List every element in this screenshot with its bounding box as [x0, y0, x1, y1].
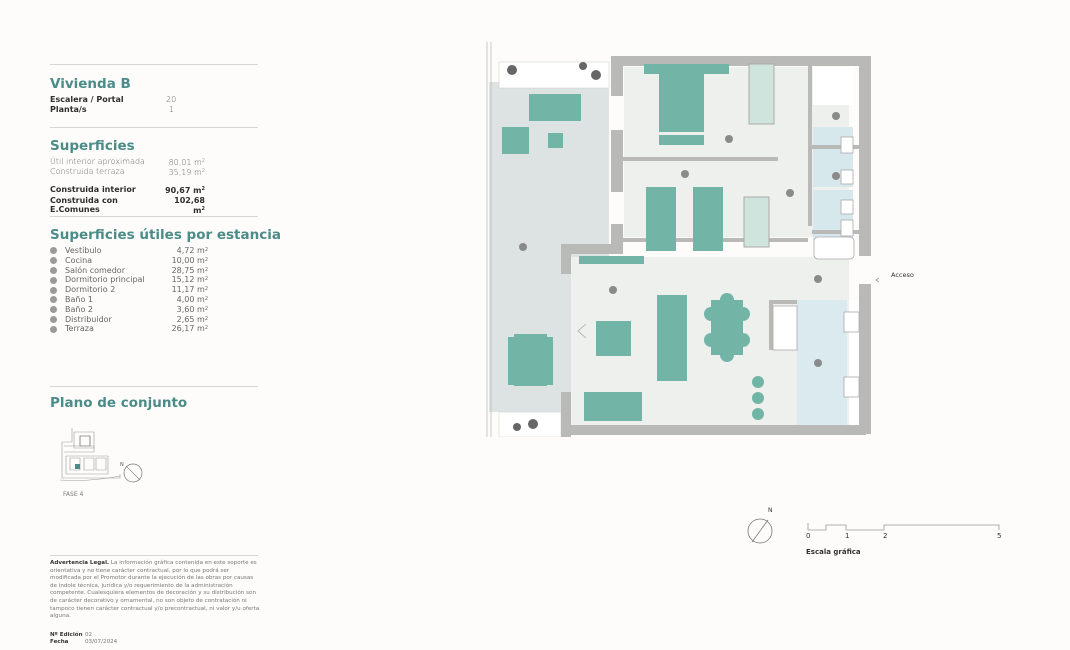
legal-text: La información gráfica contenida en este… — [50, 560, 260, 620]
field-value: 20 — [166, 95, 177, 104]
surface-value: 102,68 m2 — [174, 195, 205, 216]
field-label: Escalera / Portal — [50, 95, 124, 104]
surface-row: Construida interior 90,67 m2 — [50, 185, 205, 196]
divider — [50, 555, 258, 556]
armchair — [596, 321, 631, 356]
svg-text:N: N — [120, 462, 124, 468]
surface-value: 35,19 m2 — [168, 168, 205, 177]
unit-fields: Escalera / Portal 20 Planta/s 1 — [50, 95, 180, 114]
access-arrow-icon — [875, 277, 879, 283]
surface-label: Construida con E.Comunes — [50, 195, 118, 215]
field-value: 1 — [169, 104, 175, 114]
scale-bar — [807, 523, 1000, 531]
plant-icon — [507, 62, 601, 431]
surfaces-light: Útil interior aproximada 80,01 m2 Constr… — [50, 157, 205, 177]
unit-title: Vivienda B — [50, 76, 131, 92]
divider — [50, 386, 258, 387]
room-marker-icon — [50, 257, 57, 265]
surface-label: Útil interior aproximada — [50, 157, 145, 166]
access-label: Acceso — [891, 271, 914, 279]
room-marker-icon — [50, 315, 57, 323]
room-marker-icon — [50, 325, 57, 333]
sideboard — [584, 392, 642, 421]
divider — [50, 216, 258, 217]
scale-tick: 2 — [883, 532, 888, 540]
field-label: Planta/s — [50, 104, 87, 114]
site-plan-title: Plano de conjunto — [50, 395, 188, 411]
surface-label: Construida interior — [50, 185, 136, 194]
surface-label: Construida terraza — [50, 167, 125, 176]
sofa — [657, 295, 687, 381]
room-marker-icon — [50, 286, 57, 294]
north-label: N — [768, 507, 773, 514]
surface-row: Construida con E.Comunes 102,68 m2 — [50, 196, 205, 216]
surface-row: Útil interior aproximada 80,01 m2 — [50, 157, 205, 167]
room-marker-icon — [50, 276, 57, 284]
room-marker-icon — [50, 266, 57, 274]
room-marker-icon — [50, 306, 57, 314]
floor-plan — [486, 42, 879, 437]
divider — [50, 64, 258, 65]
field-row: Escalera / Portal 20 — [50, 95, 180, 105]
legal-heading: Advertencia Legal. — [50, 560, 110, 566]
site-plan-map: N — [60, 428, 143, 483]
site-plan-caption: FASE 4 — [63, 491, 84, 498]
room-marker-icon — [50, 296, 57, 304]
surface-value: 80,01 m2 — [168, 158, 205, 167]
room-tags — [519, 112, 840, 367]
room-marker-icon — [50, 247, 57, 255]
surfaces-bold: Construida interior 90,67 m2 Construida … — [50, 185, 205, 216]
scale-title: Escala gráfica — [806, 548, 861, 556]
stools — [752, 376, 764, 420]
divider — [50, 127, 258, 128]
rooms-title: Superficies útiles por estancia — [50, 227, 281, 243]
north-arrow-icon — [747, 518, 773, 544]
scale-tick: 0 — [806, 532, 811, 540]
legal-notice: Advertencia Legal. La información gráfic… — [50, 560, 260, 621]
field-row: Planta/s 1 — [50, 105, 180, 115]
scale-tick: 5 — [997, 532, 1002, 540]
surface-row: Construida terraza 35,19 m2 — [50, 167, 205, 177]
scale-tick: 1 — [845, 532, 850, 540]
dining-table — [704, 293, 750, 362]
surfaces-title: Superficies — [50, 138, 135, 154]
surface-value: 90,67 m2 — [165, 186, 205, 195]
